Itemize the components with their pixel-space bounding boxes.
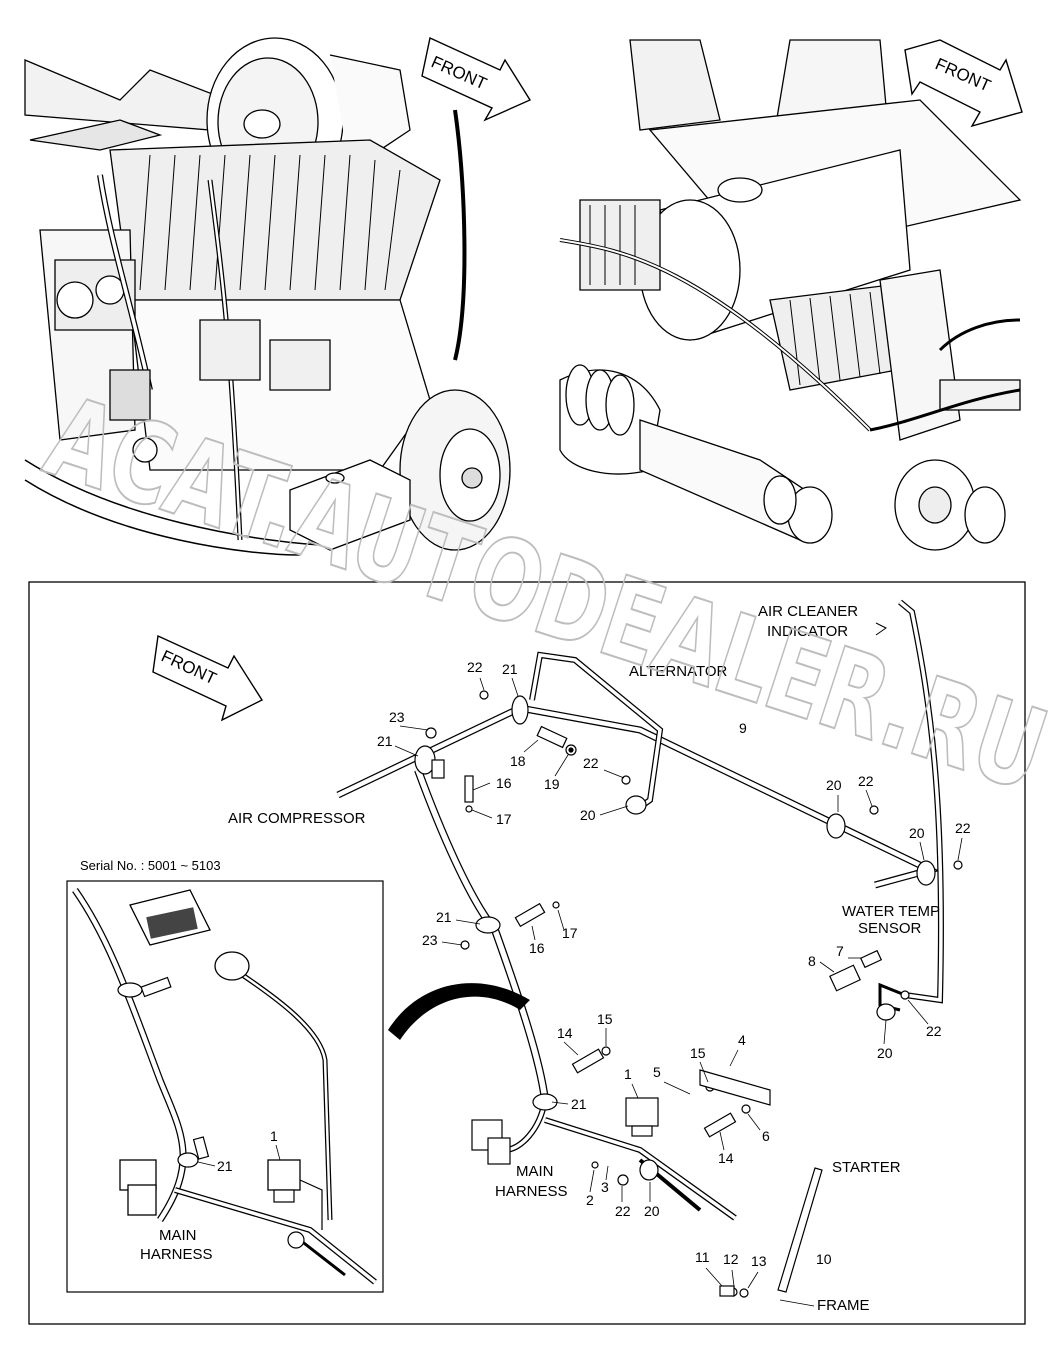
callout: 10 <box>816 1251 832 1267</box>
callout: 2 <box>586 1192 594 1208</box>
callout: 20 <box>877 1045 893 1061</box>
callout: 3 <box>601 1179 609 1195</box>
callout: 6 <box>762 1128 770 1144</box>
callout: 20 <box>826 777 842 793</box>
callout: 14 <box>557 1025 573 1041</box>
callout: 13 <box>751 1253 767 1269</box>
relay-1 <box>625 1097 659 1127</box>
callout: 15 <box>690 1045 706 1061</box>
callout: 22 <box>615 1203 631 1219</box>
callout: 21 <box>502 661 518 677</box>
inset-serial-text: Serial No. : 5001 ~ 5103 <box>80 858 221 873</box>
callout: 18 <box>510 753 526 769</box>
callout: 22 <box>926 1023 942 1039</box>
label-air-compressor: AIR COMPRESSOR <box>228 810 366 827</box>
clamp-20-low <box>639 1159 659 1181</box>
label-air-cleaner-1: AIR CLEANER <box>758 603 858 620</box>
callout: 23 <box>389 709 405 725</box>
callout: 16 <box>529 940 545 956</box>
callout: 7 <box>836 943 844 959</box>
callout: 20 <box>644 1203 660 1219</box>
callout: 11 <box>695 1249 710 1265</box>
inset-main-harness-2: HARNESS <box>140 1246 213 1263</box>
callout-numbers: 22 21 23 21 18 19 16 17 22 20 9 20 22 20… <box>377 659 971 1269</box>
callout: 17 <box>496 811 512 827</box>
callout: 21 <box>377 733 393 749</box>
inset-frame <box>66 880 384 1293</box>
callout: 22 <box>583 755 599 771</box>
label-air-cleaner-2: INDICATOR <box>767 623 848 640</box>
callout: 20 <box>909 825 925 841</box>
engine-view-left <box>25 38 530 555</box>
leader-lines <box>394 677 963 1307</box>
inset-main-harness-1: MAIN <box>159 1227 197 1244</box>
label-main-harness-2: HARNESS <box>495 1183 568 1200</box>
inset-callout-21: 21 <box>217 1158 233 1174</box>
callout: 1 <box>624 1066 632 1082</box>
callout: 21 <box>571 1096 587 1112</box>
engine-view-right <box>553 38 1023 550</box>
clamp-20-right <box>916 860 936 886</box>
clamps-hardware <box>414 690 963 1298</box>
clamp-20-wt <box>876 1003 896 1021</box>
callout: 20 <box>580 807 596 823</box>
callout: 14 <box>718 1150 734 1166</box>
callout: 22 <box>955 820 971 836</box>
label-water-temp-2: SENSOR <box>858 920 922 937</box>
front-arrow <box>152 634 264 722</box>
callout: 8 <box>808 953 816 969</box>
label-water-temp-1: WATER TEMP <box>842 903 940 920</box>
clamp-20-mid <box>826 813 846 839</box>
inset-drawing <box>72 887 377 1285</box>
callout: 23 <box>422 932 438 948</box>
clamp-21-top <box>511 695 529 725</box>
label-starter: STARTER <box>832 1159 901 1176</box>
label-frame: FRAME <box>817 1297 870 1314</box>
callout: 22 <box>467 659 483 675</box>
callout: 5 <box>653 1064 661 1080</box>
clamp-21-mid <box>475 916 501 934</box>
section-pointer-arrow <box>388 983 530 1040</box>
panel-labels: AIR CLEANER INDICATOR ALTERNATOR AIR COM… <box>228 603 940 1314</box>
callout: 12 <box>723 1251 739 1267</box>
label-alternator: ALTERNATOR <box>629 663 728 680</box>
diagram-frame <box>28 581 1026 1325</box>
callout: 17 <box>562 925 578 941</box>
callout: 15 <box>597 1011 613 1027</box>
inset-callout-1: 1 <box>270 1128 278 1144</box>
label-main-harness-1: MAIN <box>516 1163 554 1180</box>
clamp-21-low <box>532 1093 558 1111</box>
callout: 22 <box>858 773 874 789</box>
callout: 16 <box>496 775 512 791</box>
clamp-20-alt <box>625 795 647 815</box>
callout: 9 <box>739 720 747 736</box>
callout: 21 <box>436 909 452 925</box>
callout: 19 <box>544 776 560 792</box>
callout: 4 <box>738 1032 746 1048</box>
